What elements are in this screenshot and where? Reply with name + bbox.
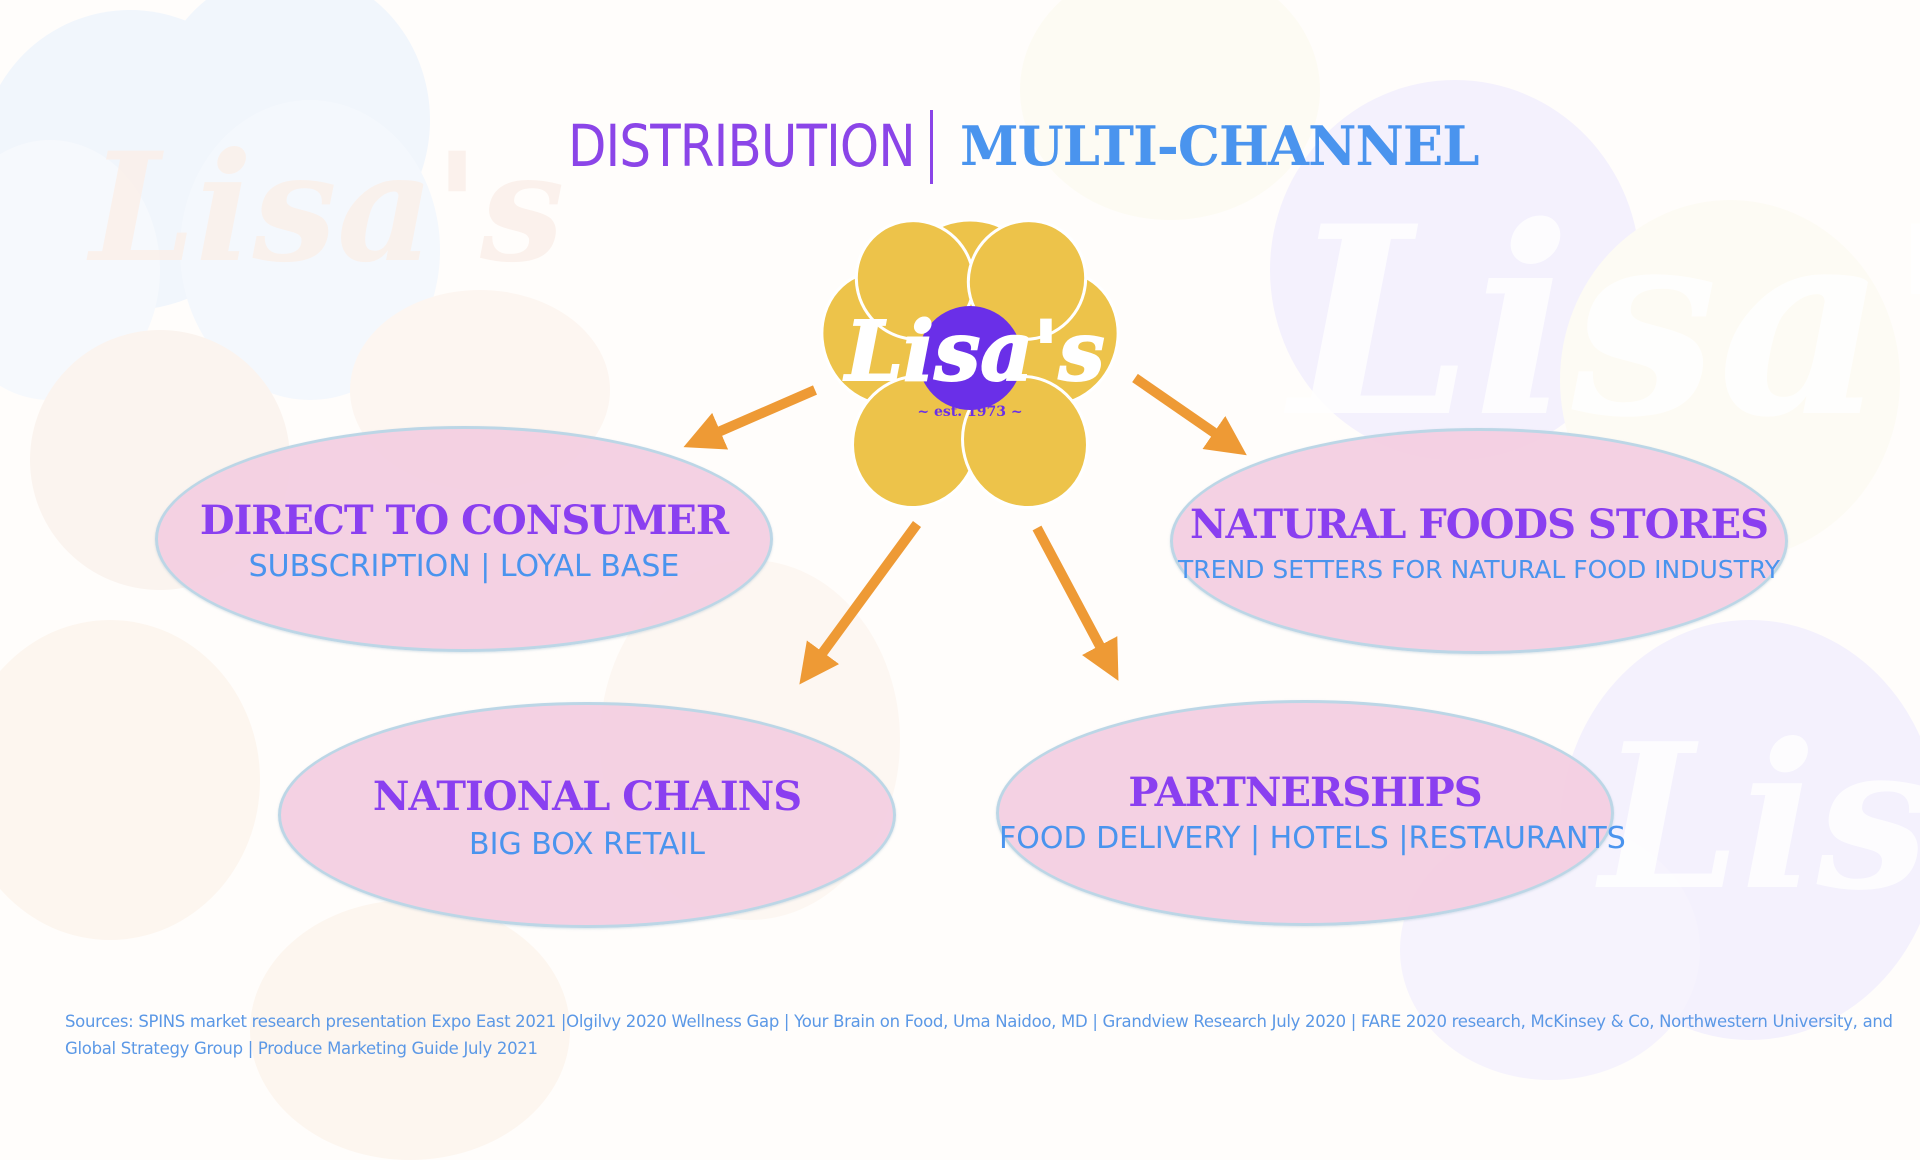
channel-partnerships: PARTNERSHIPS FOOD DELIVERY | HOTELS |RES… — [996, 700, 1626, 926]
channel-direct-to-consumer: DIRECT TO CONSUMER SUBSCRIPTION | LOYAL … — [155, 426, 773, 652]
title-multi-channel: MULTI-CHANNEL — [960, 114, 1479, 178]
channel-subtitle: SUBSCRIPTION | LOYAL BASE — [248, 549, 680, 584]
arrow-to-natural-foods-stores — [1132, 373, 1247, 456]
logo-center-circle — [918, 306, 1022, 410]
title-distribution: DISTRIBUTION — [568, 112, 916, 180]
channel-title: NATURAL FOODS STORES — [1189, 501, 1769, 548]
sources-line-1: Sources: SPINS market research presentat… — [65, 1012, 1893, 1031]
slide-title: DISTRIBUTION MULTI-CHANNEL — [0, 108, 1920, 184]
channel-subtitle: BIG BOX RETAIL — [469, 827, 705, 862]
flower-logo-icon: Lisa's ~ est. 1973 ~ — [820, 220, 1120, 510]
arrow-to-partnerships — [1032, 525, 1119, 681]
arrow-to-direct-to-consumer — [683, 385, 817, 450]
sources-line-2: Global Strategy Group | Produce Marketin… — [65, 1039, 538, 1058]
channel-national-chains: NATIONAL CHAINS BIG BOX RETAIL — [278, 702, 896, 928]
logo-tagline: ~ est. 1973 ~ — [917, 404, 1022, 420]
arrow-to-national-chains — [799, 521, 922, 685]
logo-brand-text: Lisa's — [843, 304, 1104, 400]
title-divider — [930, 110, 933, 184]
channel-title: NATIONAL CHAINS — [372, 773, 802, 820]
channel-title: DIRECT TO CONSUMER — [199, 497, 729, 544]
channel-natural-foods-stores: NATURAL FOODS STORES TREND SETTERS FOR N… — [1170, 428, 1788, 654]
channel-subtitle: TREND SETTERS FOR NATURAL FOOD INDUSTRY — [1178, 555, 1780, 584]
arrows-layer — [683, 373, 1247, 685]
channel-title: PARTNERSHIPS — [1128, 769, 1482, 816]
channel-subtitle: FOOD DELIVERY | HOTELS |RESTAURANTS — [999, 821, 1626, 856]
sources-footnote: Sources: SPINS market research presentat… — [65, 1008, 1893, 1062]
